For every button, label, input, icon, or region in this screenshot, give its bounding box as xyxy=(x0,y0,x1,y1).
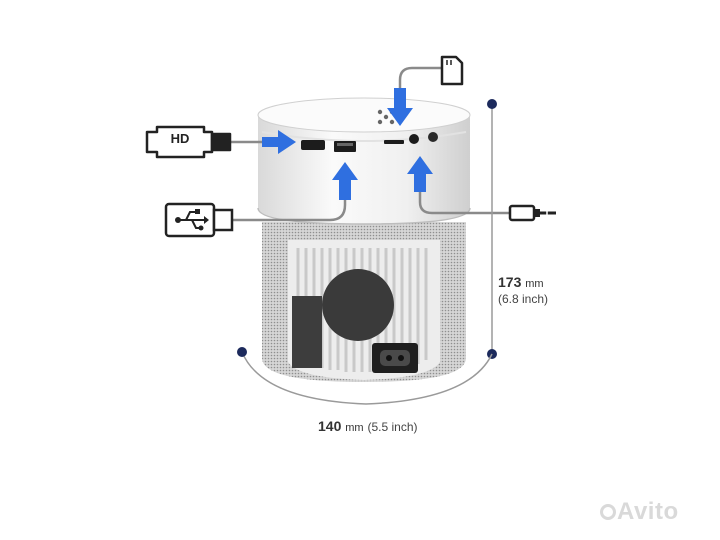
audio-arrow xyxy=(407,156,433,192)
usb-port xyxy=(334,141,356,152)
projector-body xyxy=(257,97,471,382)
height-inch-label: (6.8 inch) xyxy=(498,292,549,306)
fan-opening xyxy=(322,269,394,341)
hdmi-port xyxy=(301,140,325,150)
watermark-logo-icon xyxy=(600,504,616,520)
indicator-port xyxy=(428,132,438,142)
height-marker-top xyxy=(487,99,497,109)
connector-guides xyxy=(230,66,510,222)
audio-port xyxy=(409,134,419,144)
blue-arrows xyxy=(262,88,433,200)
sd-slot xyxy=(384,140,404,144)
usb-arrow xyxy=(332,162,358,200)
height-unit: mm xyxy=(525,278,544,290)
side-vent xyxy=(292,296,322,368)
hdmi-label: HD xyxy=(170,131,190,146)
width-dimension xyxy=(237,347,493,405)
height-value-label: 173 mm xyxy=(498,274,544,290)
sd-arrow xyxy=(387,88,413,126)
height-number: 173 xyxy=(498,274,522,290)
width-marker-left xyxy=(237,347,247,357)
width-number: 140 xyxy=(318,418,342,434)
watermark: Avito xyxy=(617,498,679,525)
projector-top xyxy=(257,97,471,133)
usb-cable-icon xyxy=(164,202,234,238)
hdmi-cable-icon xyxy=(145,125,232,159)
width-inch: (5.5 inch) xyxy=(367,420,418,434)
hdmi-arrow xyxy=(262,130,296,154)
height-dimension xyxy=(487,99,497,359)
audio-jack-icon xyxy=(508,204,556,222)
sd-card-icon xyxy=(440,55,464,86)
width-value-label: 140 mm (5.5 inch) xyxy=(318,418,418,434)
width-unit: mm xyxy=(345,422,364,434)
